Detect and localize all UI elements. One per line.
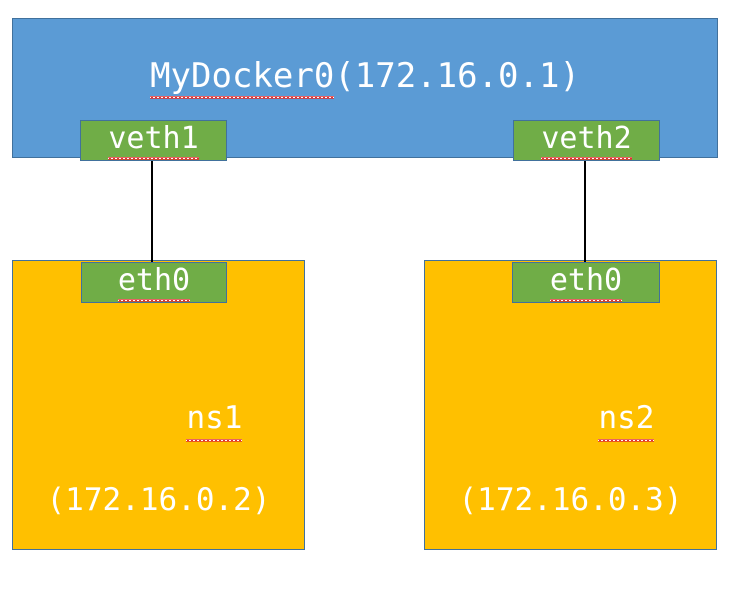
namespace-ns1-text: ns1 (172.16.0.2) xyxy=(47,359,271,600)
interface-ns2-eth0-label: eth0 xyxy=(549,264,623,302)
diagram-canvas: MyDocker0(172.16.0.1) veth1 veth2 ns1 (1… xyxy=(12,18,718,550)
namespace-ns2-name: ns2 xyxy=(598,399,655,443)
interface-ns2-eth0[interactable]: eth0 xyxy=(512,262,660,303)
bridge-name-text: MyDocker0 xyxy=(150,57,335,100)
connector-veth2-eth0 xyxy=(584,160,586,262)
namespace-ns1-name: ns1 xyxy=(186,399,243,443)
namespace-ns2-box[interactable]: ns2 (172.16.0.3) xyxy=(424,260,717,550)
interface-veth1-label: veth1 xyxy=(108,122,199,160)
bridge-ip-text: (172.16.0.1) xyxy=(334,56,580,96)
namespace-ns2-text: ns2 (172.16.0.3) xyxy=(459,359,683,600)
interface-ns1-eth0[interactable]: eth0 xyxy=(81,262,227,303)
interface-veth2-label: veth2 xyxy=(541,122,632,160)
interface-veth2[interactable]: veth2 xyxy=(513,120,660,161)
namespace-ns2-ip: (172.16.0.3) xyxy=(458,482,683,519)
interface-veth1[interactable]: veth1 xyxy=(80,120,227,161)
bridge-label: MyDocker0(172.16.0.1) xyxy=(150,56,580,100)
interface-ns1-eth0-label: eth0 xyxy=(117,264,191,302)
namespace-ns1-ip: (172.16.0.2) xyxy=(46,482,271,519)
connector-veth1-eth0 xyxy=(151,160,153,262)
namespace-ns1-box[interactable]: ns1 (172.16.0.2) xyxy=(12,260,305,550)
